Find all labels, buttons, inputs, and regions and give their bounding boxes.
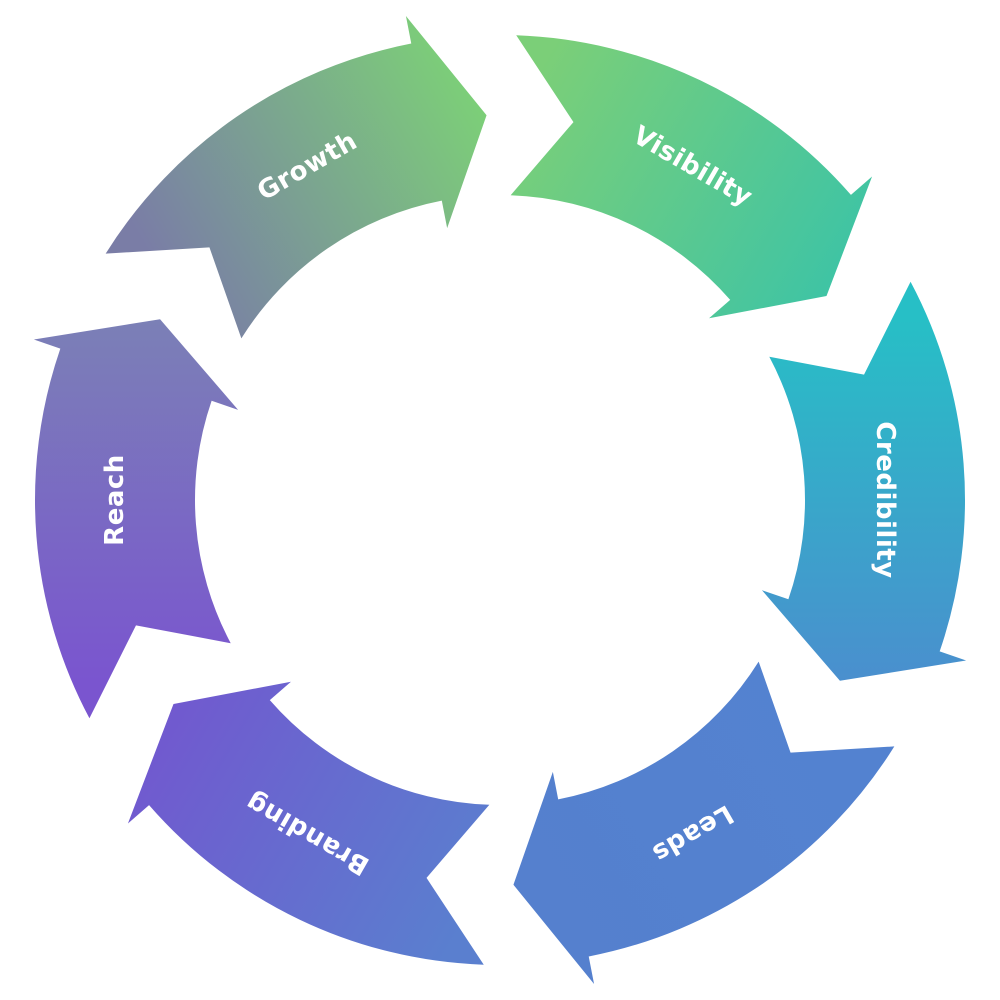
segments-layer <box>33 16 967 984</box>
cycle-arrow-visibility <box>510 35 873 319</box>
cycle-label-credibility: Credibility <box>870 421 900 578</box>
cycle-arrow-growth <box>105 16 487 339</box>
cycle-arrow-credibility <box>761 281 967 681</box>
cycle-arrow-branding <box>127 681 490 965</box>
cycle-label-reach: Reach <box>100 454 130 546</box>
cycle-arrow-leads <box>513 661 895 984</box>
cycle-arrow-reach <box>33 319 239 719</box>
